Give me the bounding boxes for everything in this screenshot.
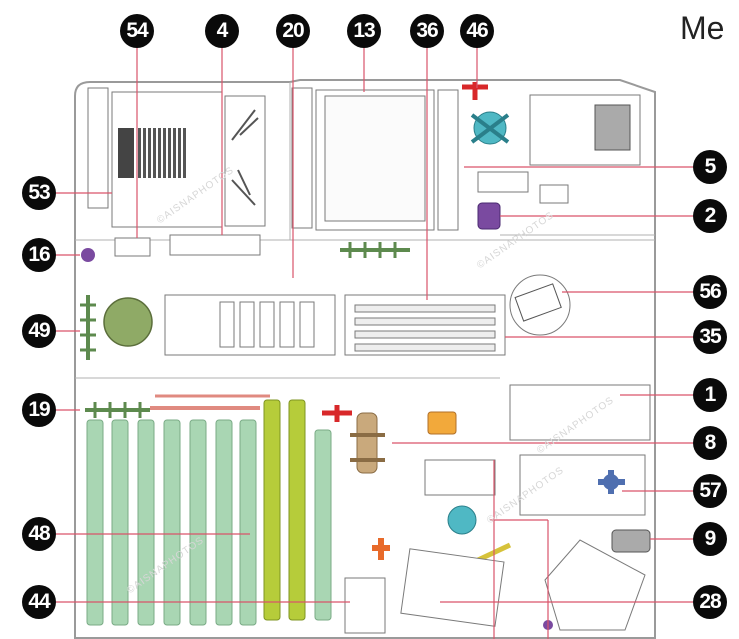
grille-slat xyxy=(153,128,156,178)
part-46 xyxy=(462,82,488,100)
panel-4-frame xyxy=(224,95,266,227)
part-56 xyxy=(514,283,562,322)
part-35-bar xyxy=(354,330,496,339)
part-4-arm xyxy=(231,109,259,141)
callout-13: 13 xyxy=(347,14,381,48)
part-16 xyxy=(81,248,95,262)
callout-20: 20 xyxy=(276,14,310,48)
callout-36: 36 xyxy=(410,14,444,48)
part-48-bar xyxy=(86,419,104,626)
grille-slat xyxy=(178,128,181,178)
part-48-bar xyxy=(137,419,155,626)
grille-slat xyxy=(173,128,176,178)
slot-part xyxy=(279,301,295,348)
part-tab xyxy=(539,184,569,204)
part-35-bar xyxy=(354,304,496,313)
side-rail xyxy=(437,89,459,231)
part-48-bar xyxy=(163,419,181,626)
part-48-bar xyxy=(111,419,129,626)
part-orange xyxy=(372,538,390,560)
panel-1 xyxy=(509,384,651,441)
panel-8 xyxy=(424,459,496,496)
part-48-bar-yellow xyxy=(288,399,306,621)
slot-part xyxy=(299,301,315,348)
slot-part xyxy=(259,301,275,348)
part-2 xyxy=(477,202,501,230)
callout-54: 54 xyxy=(120,14,154,48)
part-48-bar xyxy=(189,419,207,626)
side-rail xyxy=(87,87,109,209)
grille-slat xyxy=(183,128,186,178)
grille-slat xyxy=(143,128,146,178)
part-54 xyxy=(114,237,151,257)
part-red-cross xyxy=(322,405,352,422)
callout-49: 49 xyxy=(22,314,56,348)
part-48-bar xyxy=(314,429,332,621)
part-35-bar xyxy=(354,343,496,352)
callout-8: 8 xyxy=(693,426,727,460)
callout-53: 53 xyxy=(22,176,56,210)
callout-56: 56 xyxy=(693,275,727,309)
part-9 xyxy=(611,529,651,553)
callout-35: 35 xyxy=(693,320,727,354)
part-57-hub xyxy=(603,474,619,490)
callout-48: 48 xyxy=(22,517,56,551)
part-35-bar xyxy=(354,317,496,326)
grille-block xyxy=(118,128,134,178)
part-teal-hub xyxy=(447,505,477,535)
grille-slat xyxy=(138,128,141,178)
part-48-bar xyxy=(239,419,257,626)
part-20 xyxy=(291,87,313,229)
callout-9: 9 xyxy=(693,522,727,556)
callout-4: 4 xyxy=(205,14,239,48)
part-cylinder xyxy=(594,104,631,151)
callout-46: 46 xyxy=(460,14,494,48)
grille-slat xyxy=(163,128,166,178)
part-tan-frame xyxy=(356,412,378,474)
part-4-arm xyxy=(231,169,256,206)
part-clip-row xyxy=(477,171,529,193)
grille-slat xyxy=(148,128,151,178)
callout-44: 44 xyxy=(22,585,56,619)
callout-1: 1 xyxy=(693,378,727,412)
part-44 xyxy=(344,577,386,634)
callout-16: 16 xyxy=(22,238,56,272)
part-48-bar xyxy=(215,419,233,626)
part-5-arm xyxy=(470,113,510,144)
part-49-wheel xyxy=(103,297,153,347)
slot-part xyxy=(219,301,235,348)
grille-slat xyxy=(158,128,161,178)
title-text: Me xyxy=(680,10,725,46)
part-28-panel xyxy=(400,548,505,627)
callout-57: 57 xyxy=(693,474,727,508)
part-4-base xyxy=(169,234,261,256)
callout-5: 5 xyxy=(693,150,727,184)
part-48-bar-yellow xyxy=(263,399,281,621)
grille-slat xyxy=(168,128,171,178)
slot-part xyxy=(239,301,255,348)
part-8 xyxy=(427,411,457,435)
callout-28: 28 xyxy=(693,585,727,619)
callout-2: 2 xyxy=(693,199,727,233)
callout-19: 19 xyxy=(22,393,56,427)
panel-13-inner xyxy=(324,95,426,222)
